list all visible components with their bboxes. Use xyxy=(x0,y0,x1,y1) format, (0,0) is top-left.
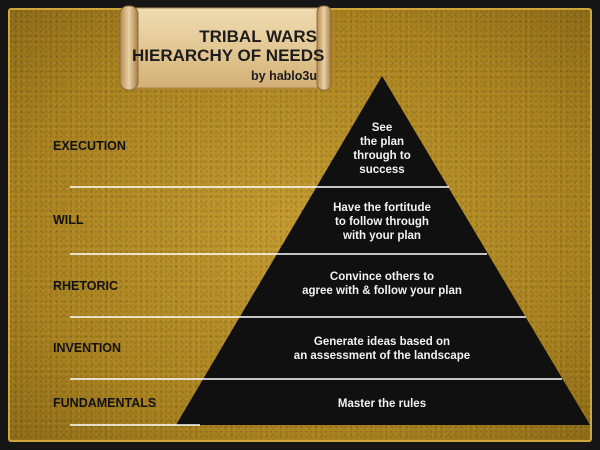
parchment-scroll-banner xyxy=(119,5,332,91)
tier-line: the plan xyxy=(359,136,405,148)
tier-line: an assessment of the landscape xyxy=(293,350,471,362)
divider-lines xyxy=(70,186,562,426)
level-label-invention: INVENTION xyxy=(53,341,122,355)
title-line-2: HIERARCHY OF NEEDS xyxy=(132,46,325,65)
tier-line: success xyxy=(359,164,405,176)
tier-line: agree with & follow your plan xyxy=(302,285,462,297)
title-byline: by hablo3u xyxy=(251,69,317,83)
level-label-will: WILL xyxy=(53,213,84,227)
tier-line: Have the fortitude xyxy=(333,202,431,214)
tier-line: to follow through xyxy=(335,216,429,228)
level-label-execution: EXECUTION xyxy=(53,139,126,153)
tier-line: See xyxy=(371,122,393,134)
tier-line: Convince others to xyxy=(329,271,435,283)
tier-line: through to xyxy=(353,150,411,162)
level-label-fundamentals: FUNDAMENTALS xyxy=(53,396,157,410)
tier-text-fundamentals: Master the rules xyxy=(282,397,482,411)
pyramid-shape xyxy=(176,76,590,425)
tier-text-invention: Generate ideas based on an assessment of… xyxy=(257,335,507,363)
tier-text-execution: See the plan through to success xyxy=(322,121,442,177)
title-line-1: TRIBAL WARS xyxy=(199,27,317,46)
tier-text-rhetoric: Convince others to agree with & follow y… xyxy=(272,270,492,298)
level-label-rhetoric: RHETORIC xyxy=(53,279,119,293)
tier-line: Master the rules xyxy=(337,398,427,410)
tier-text-will: Have the fortitude to follow through wit… xyxy=(297,201,467,243)
tier-line: with your plan xyxy=(343,230,421,242)
tier-line: Generate ideas based on xyxy=(313,336,451,348)
